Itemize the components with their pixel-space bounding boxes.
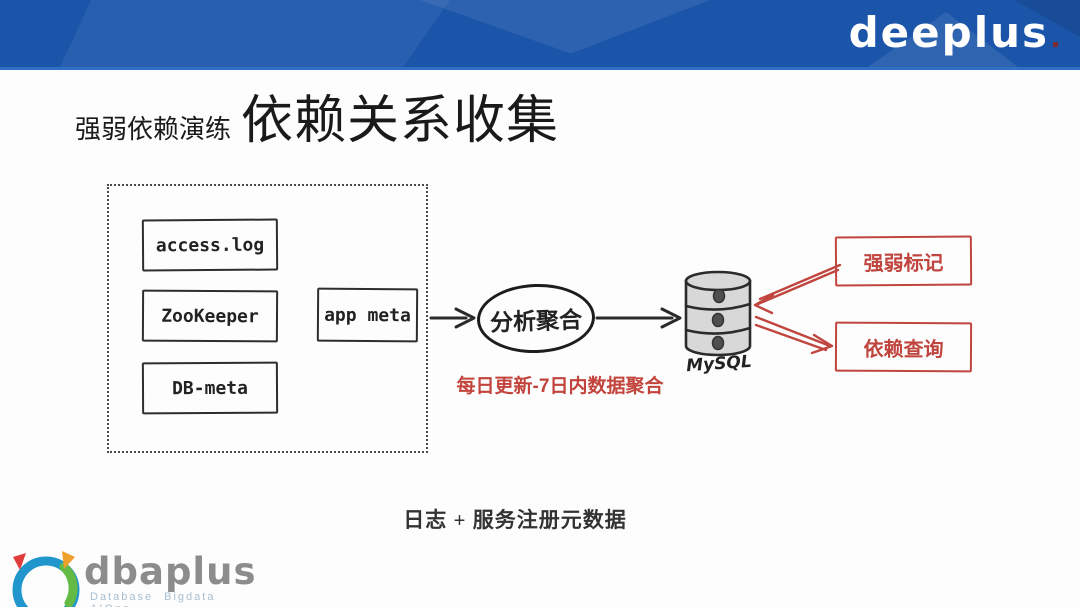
app-meta-label: app meta bbox=[324, 304, 411, 326]
source-box-access-log: access.log bbox=[141, 218, 279, 272]
dbaplus-logo-icon bbox=[12, 551, 80, 607]
title-row: 强弱依赖演练 依赖关系收集 bbox=[75, 78, 559, 153]
dbaplus-logo-text: dbaplus bbox=[84, 550, 257, 593]
output-box-strong-weak-mark: 强弱标记 bbox=[834, 235, 973, 287]
source-label: DB-meta bbox=[172, 377, 248, 399]
arrow-mark-to-database bbox=[753, 263, 842, 315]
page-title: 依赖关系收集 bbox=[241, 93, 560, 150]
dbaplus-tagline: Database Bigdata AIOps bbox=[90, 591, 216, 607]
output-label: 强弱标记 bbox=[863, 252, 944, 275]
process-label: 分析聚合 bbox=[489, 305, 583, 336]
deeplus-logo-text: deeplus bbox=[848, 8, 1049, 57]
header-banner: deeplus bbox=[0, 0, 1080, 70]
arrow-process-to-database bbox=[595, 307, 682, 329]
source-label: ZooKeeper bbox=[161, 305, 259, 327]
source-label: access.log bbox=[155, 234, 265, 256]
deeplus-logo-dot bbox=[1053, 42, 1058, 47]
arrow-database-to-query bbox=[754, 315, 834, 355]
source-box-zookeeper: ZooKeeper bbox=[141, 289, 279, 343]
banner-polygon bbox=[60, 0, 450, 67]
process-ellipse: 分析聚合 bbox=[475, 281, 597, 356]
source-box-db-meta: DB-meta bbox=[141, 361, 279, 415]
output-box-dependency-query: 依赖查询 bbox=[834, 321, 973, 373]
banner-polygon bbox=[420, 0, 710, 54]
process-note: 每日更新-7日内数据聚合 bbox=[456, 376, 664, 397]
bottom-caption: 日志 + 服务注册元数据 bbox=[403, 508, 627, 532]
dbaplus-logo: dbaplus Database Bigdata AIOps bbox=[6, 548, 266, 607]
app-meta-box: app meta bbox=[316, 287, 419, 343]
arrow-appmeta-to-process bbox=[429, 307, 476, 329]
output-label: 依赖查询 bbox=[863, 338, 944, 361]
sources-dotted-container bbox=[107, 184, 428, 453]
database-label: MySQL bbox=[685, 351, 753, 377]
title-subtitle: 强弱依赖演练 bbox=[75, 115, 232, 144]
mysql-database-icon bbox=[684, 270, 752, 357]
deeplus-logo: deeplus bbox=[849, 8, 1058, 57]
